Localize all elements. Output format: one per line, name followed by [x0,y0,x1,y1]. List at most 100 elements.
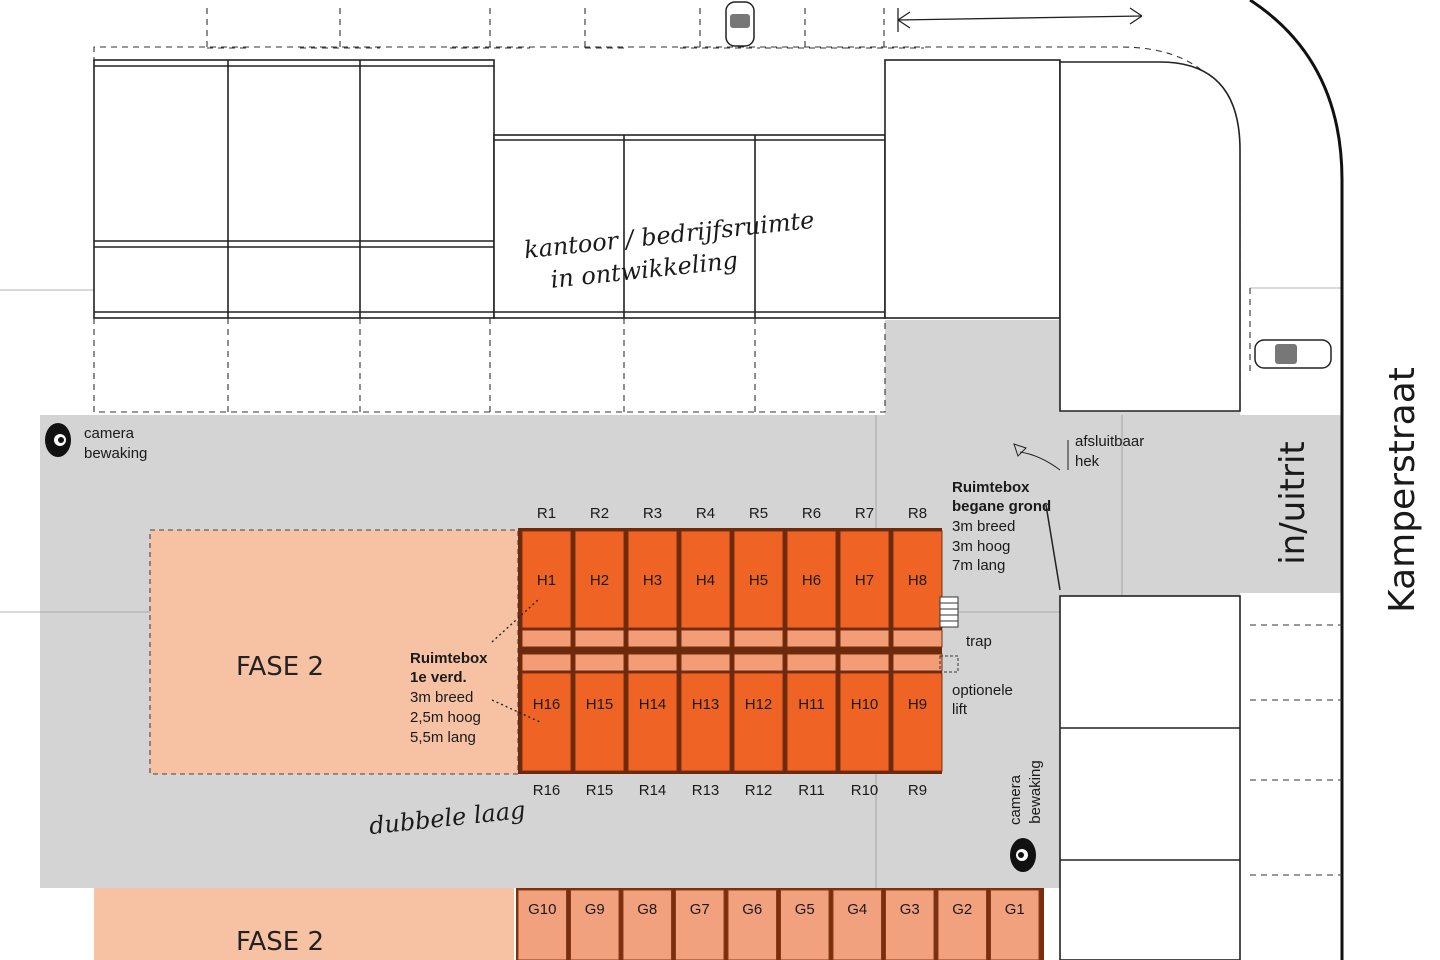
storage-box-g [727,889,777,960]
storage-box-g [622,889,672,960]
ground-box-length: 7m lang [952,557,1005,574]
box-label: H5 [749,572,768,589]
camera-label-2-sub: bewaking [1027,760,1044,823]
camera-label-2: camera [1007,774,1024,825]
gate-label-sub: hek [1075,453,1100,470]
storage-box-lower-annex [839,653,890,672]
box-g-label: G1 [1005,901,1025,918]
storage-box-lower [627,672,678,772]
storage-box-g [832,889,882,960]
storage-box-upper-annex [786,629,837,648]
phase2-label-lower: FASE 2 [236,927,324,957]
storage-box-g [937,889,987,960]
storage-box-lower-annex [786,653,837,672]
storage-box-upper [839,530,890,629]
phase2-area-lower [94,888,514,960]
first-floor-width: 3m breed [410,689,473,706]
storage-box-lower-annex [733,653,784,672]
storage-box-upper-annex [892,629,943,648]
box-label: H13 [692,696,720,713]
storage-box-g [885,889,935,960]
storage-box-upper-annex [733,629,784,648]
box-label: H4 [696,572,715,589]
first-floor-title: Ruimtebox [410,650,488,667]
ground-box-height: 3m hoog [952,538,1010,555]
box-g-label: G5 [795,901,815,918]
box-r-label: R6 [802,505,821,522]
storage-box-upper [521,530,572,629]
box-label: H10 [851,696,879,713]
ground-box-subtitle: begane grond [952,498,1051,515]
box-label: H3 [643,572,662,589]
box-r-label: R14 [639,782,667,799]
gate [1013,440,1069,591]
storage-box-upper-annex [680,629,731,648]
box-label: H2 [590,572,609,589]
box-label: H8 [908,572,927,589]
box-g-label: G10 [528,901,556,918]
storage-box-lower-annex [574,653,625,672]
right-building [1059,595,1241,960]
car-icon [1254,339,1332,369]
box-r-label: R11 [798,782,824,799]
storage-box-g [780,889,830,960]
box-r-label: R10 [851,782,879,799]
camera-icon [1010,838,1036,872]
storage-box-lower-annex [627,653,678,672]
box-g-label: G2 [952,901,972,918]
storage-box-upper-annex [839,629,890,648]
box-g-label: G4 [847,901,867,918]
phase2-label: FASE 2 [236,652,324,682]
box-r-label: R13 [692,782,720,799]
office-buildings [93,59,1241,412]
lift-label: optionele [952,682,1013,699]
storage-box-upper [786,530,837,629]
storage-box-upper [574,530,625,629]
ground-box-title: Ruimtebox [952,479,1030,496]
box-r-label: R15 [586,782,614,799]
first-floor-height: 2,5m hoog [410,709,481,726]
box-label: H11 [798,696,824,713]
box-r-label: R8 [908,505,927,522]
storage-box-block: H1H16R1R16H2H15R2R15H3H14R3R14H4H13R4R13… [516,505,1044,960]
stairs-label: trap [966,633,992,650]
box-label: H6 [802,572,821,589]
storage-box-upper [733,530,784,629]
box-r-label: R12 [745,782,773,799]
storage-box-lower-annex [521,653,572,672]
storage-box-g [570,889,620,960]
storage-box-upper-annex [627,629,678,648]
storage-box-g [990,889,1040,960]
box-label: H15 [586,696,614,713]
storage-box-upper [627,530,678,629]
box-label: H16 [533,696,561,713]
first-floor-subtitle: 1e verd. [410,669,467,686]
street-name: Kamperstraat [1382,367,1423,613]
camera-label: camera [84,425,135,442]
parking-bays-right [1249,288,1342,876]
box-r-label: R3 [643,505,662,522]
phase2-area [149,529,519,775]
box-g-label: G6 [742,901,762,918]
leader-lines [491,597,541,723]
storage-box-lower [574,672,625,772]
box-label: H14 [639,696,667,713]
gate-label: afsluitbaar [1075,433,1144,450]
car-icon [725,1,755,47]
dashed-strip [93,318,886,413]
box-g-label: G7 [690,901,710,918]
box-r-label: R9 [908,782,927,799]
storage-box-lower [680,672,731,772]
storage-box-lower [839,672,890,772]
storage-box-g [517,889,567,960]
street-curb [1249,0,1344,960]
box-r-label: R1 [537,505,556,522]
storage-box-upper-annex [521,629,572,648]
box-r-label: R7 [855,505,874,522]
box-g-label: G8 [637,901,657,918]
box-r-label: R2 [590,505,609,522]
storage-box-upper-annex [574,629,625,648]
storage-box-lower-annex [680,653,731,672]
box-g-label: G9 [585,901,605,918]
